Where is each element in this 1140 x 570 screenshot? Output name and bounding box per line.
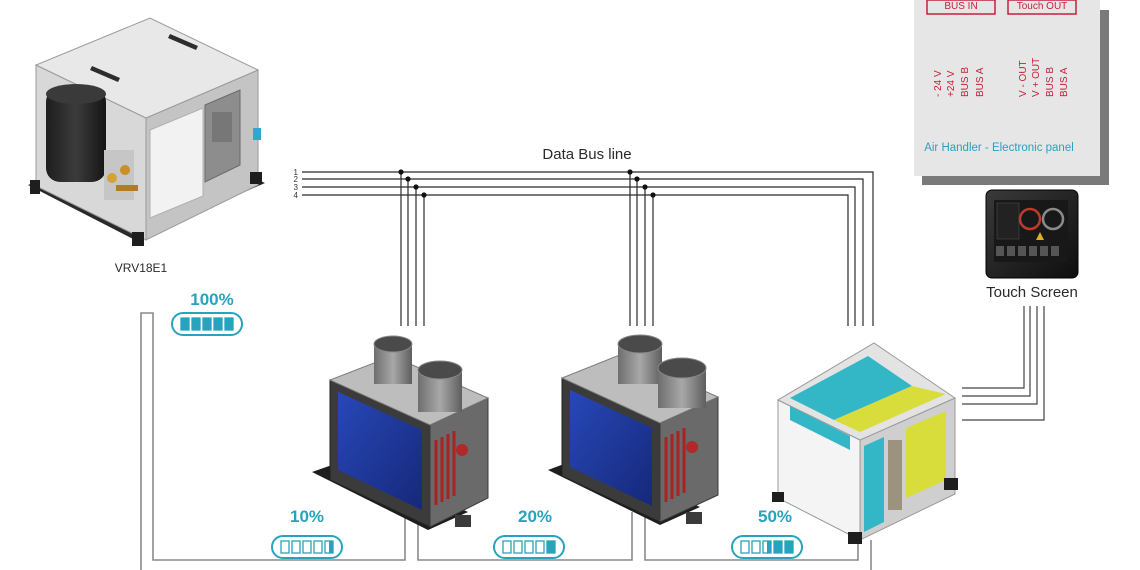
level-segment-fill <box>774 541 782 553</box>
outdoor-unit-vrv18e1 <box>28 17 265 246</box>
connector-touch-out: Touch OUT <box>1017 1 1068 12</box>
air-handler-electronic-panel: BUS IN Touch OUT - 24 V +24 V BUS B BUS … <box>914 0 1109 185</box>
level-percent-label: 20% <box>518 507 552 526</box>
touch-screen-label: Touch Screen <box>986 284 1078 301</box>
terminal-label: BUS B <box>1045 67 1056 97</box>
air-handler-unit <box>772 342 958 544</box>
terminal-label: BUS B <box>960 67 971 97</box>
outdoor-unit-model-label: VRV18E1 <box>115 261 168 275</box>
level-segment-outline <box>751 540 761 554</box>
level-segment-fill <box>785 541 793 553</box>
wire-number: 1 <box>294 168 299 177</box>
fan-coil-unit-2 <box>548 334 720 525</box>
touch-screen-device <box>985 189 1079 279</box>
level-percent-label: 100% <box>190 290 233 309</box>
level-segment-outline <box>313 540 323 554</box>
level-segment-fill <box>203 318 211 330</box>
level-percent-label: 10% <box>290 507 324 526</box>
level-segment-outline <box>524 540 534 554</box>
level-segment-fill <box>329 541 333 553</box>
level-indicator-fan-coil-1: 10% <box>271 507 343 559</box>
terminal-label: V - OUT <box>1018 60 1029 97</box>
refrigerant-piping <box>140 312 872 570</box>
touch-screen-cabling <box>962 306 1045 421</box>
terminal-label: - 24 V <box>933 70 944 97</box>
level-segment-outline <box>740 540 750 554</box>
terminal-label: V + OUT <box>1031 58 1042 97</box>
terminal-label: BUS A <box>975 67 986 97</box>
bus-junction-dots <box>398 169 656 198</box>
level-indicator-fan-coil-2: 20% <box>493 507 565 559</box>
level-indicator-outdoor: 100% <box>171 290 243 336</box>
level-indicator-air-handler: 50% <box>731 507 803 559</box>
level-segment-fill <box>214 318 222 330</box>
level-segment-fill <box>192 318 200 330</box>
level-segment-outline <box>280 540 290 554</box>
level-percent-label: 50% <box>758 507 792 526</box>
level-segment-outline <box>291 540 301 554</box>
level-segment-outline <box>535 540 545 554</box>
panel-title: Air Handler - Electronic panel <box>924 142 1074 154</box>
terminal-label: BUS A <box>1059 67 1070 97</box>
data-bus-title: Data Bus line <box>542 146 631 163</box>
level-segment-outline <box>513 540 523 554</box>
level-segment-outline <box>502 540 512 554</box>
level-segment-outline <box>302 540 312 554</box>
level-segment-fill <box>767 541 771 553</box>
data-bus-wires <box>302 171 874 326</box>
wire-number: 4 <box>294 191 299 200</box>
level-segment-fill <box>225 318 233 330</box>
connector-bus-in: BUS IN <box>944 1 977 12</box>
level-segment-fill <box>547 541 555 553</box>
level-segment-fill <box>181 318 189 330</box>
bus-wire-numbers: 1 2 3 4 <box>294 168 299 200</box>
wire-number: 2 <box>294 175 299 184</box>
terminal-label: +24 V <box>946 70 957 97</box>
fan-coil-unit-1 <box>312 335 490 530</box>
wire-number: 3 <box>294 183 299 192</box>
